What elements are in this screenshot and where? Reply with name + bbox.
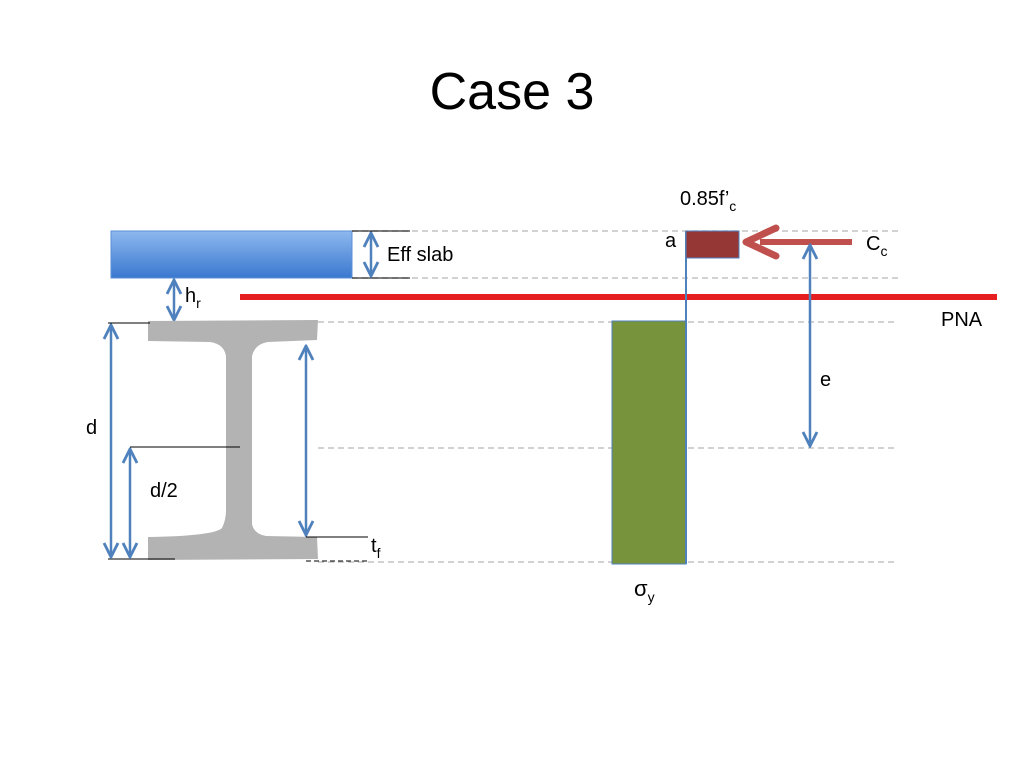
sigma-y-label: σy — [634, 576, 655, 605]
a-label: a — [665, 230, 677, 252]
half-depth-label: d/2 — [150, 480, 178, 502]
tf-label: tf — [371, 535, 381, 561]
guide-lines — [318, 230, 898, 563]
d-label: d — [86, 417, 97, 439]
compression-force-arrow — [742, 224, 852, 260]
steel-stress-block — [611, 320, 687, 565]
cc-label: Cc — [866, 233, 887, 259]
fc-label: 0.85f’c — [680, 188, 736, 214]
steel-i-beam — [148, 320, 318, 560]
eff-slab-label: Eff slab — [387, 244, 453, 266]
e-label: e — [820, 369, 831, 391]
slide-title: Case 3 — [429, 63, 595, 121]
hr-label: hr — [185, 285, 201, 311]
concrete-stress-block — [685, 230, 740, 259]
pna-label: PNA — [941, 309, 983, 331]
effective-slab — [110, 230, 353, 279]
